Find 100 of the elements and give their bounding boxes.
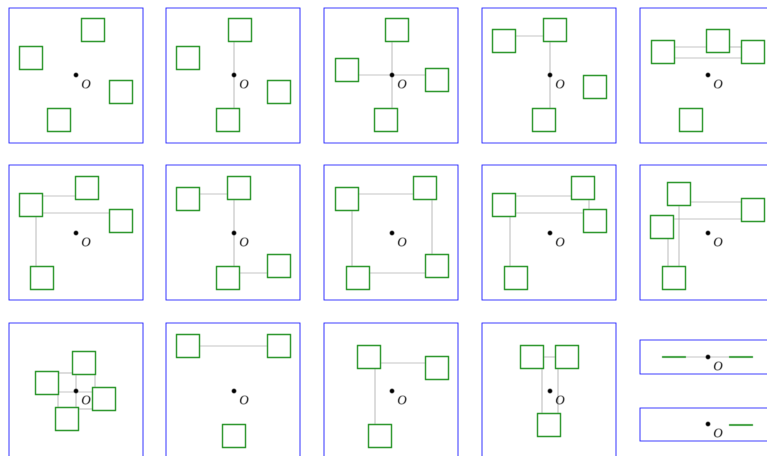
connector-line xyxy=(58,372,72,374)
connector-line xyxy=(240,272,268,274)
connector-line xyxy=(678,206,680,266)
connector-line xyxy=(730,46,742,48)
square-box xyxy=(492,28,516,54)
square-box xyxy=(740,198,766,222)
square-box xyxy=(424,68,450,92)
panel-frame xyxy=(640,164,767,300)
square-box xyxy=(706,28,730,54)
square-box xyxy=(536,412,562,438)
origin-point: O xyxy=(232,230,248,246)
panel-frame xyxy=(166,164,300,300)
square-box xyxy=(356,344,382,370)
node-label: O xyxy=(398,238,406,246)
square-box xyxy=(662,266,686,290)
node-label: O xyxy=(82,80,90,88)
origin-point: O xyxy=(232,388,248,404)
origin-point: O xyxy=(548,230,564,246)
panel-frame xyxy=(640,408,767,442)
connector-line xyxy=(686,356,730,358)
panel-frame xyxy=(640,340,767,374)
square-box xyxy=(650,214,674,240)
square-box xyxy=(582,74,608,100)
panel-frame xyxy=(640,8,767,144)
node-label: O xyxy=(556,80,564,88)
origin-point: O xyxy=(74,230,90,246)
node-label: O xyxy=(398,396,406,404)
connector-line xyxy=(358,74,426,76)
square-box xyxy=(666,182,692,206)
square-box xyxy=(176,46,200,70)
square-box xyxy=(374,108,398,132)
connector-line xyxy=(374,368,376,424)
square-box xyxy=(504,266,528,290)
origin-point: O xyxy=(548,388,564,404)
panel-frame xyxy=(482,322,616,456)
square-box xyxy=(108,80,134,104)
square-box xyxy=(108,208,134,234)
connector-line xyxy=(588,200,590,210)
square-box xyxy=(532,108,556,132)
square-box xyxy=(80,18,106,42)
square-box xyxy=(266,334,292,358)
origin-point: O xyxy=(390,388,406,404)
square-box xyxy=(176,186,200,212)
panel-frame xyxy=(324,322,458,456)
node-label: O xyxy=(714,80,722,88)
panel-frame xyxy=(166,322,300,456)
node-label: O xyxy=(398,80,406,88)
square-box xyxy=(46,108,72,132)
node-label: O xyxy=(714,238,722,246)
square-box xyxy=(424,254,450,278)
panel-frame xyxy=(324,8,458,144)
node-label: O xyxy=(240,238,248,246)
origin-point: O xyxy=(390,72,406,88)
square-box xyxy=(740,40,766,64)
square-box xyxy=(346,266,370,290)
origin-point: O xyxy=(706,422,722,438)
line-segment xyxy=(662,356,686,358)
origin-point: O xyxy=(232,72,248,88)
node-label: O xyxy=(714,362,722,370)
node-label: O xyxy=(556,238,564,246)
square-box xyxy=(384,18,410,42)
square-box xyxy=(334,58,360,82)
square-box xyxy=(176,334,200,358)
node-label: O xyxy=(240,80,248,88)
square-box xyxy=(34,370,60,396)
square-box xyxy=(74,176,100,200)
square-box xyxy=(72,350,96,376)
square-box xyxy=(424,356,450,380)
panel-frame xyxy=(8,8,144,144)
connector-line xyxy=(78,408,92,410)
square-box xyxy=(92,386,116,412)
square-box xyxy=(542,18,568,42)
origin-point: O xyxy=(548,72,564,88)
connector-line xyxy=(674,46,706,48)
connector-line xyxy=(674,218,742,220)
origin-point: O xyxy=(74,388,90,404)
origin-point: O xyxy=(706,230,722,246)
connector-line xyxy=(94,374,96,388)
panel-frame xyxy=(8,164,144,300)
line-segment xyxy=(729,424,753,426)
origin-point: O xyxy=(706,354,722,370)
square-box xyxy=(216,266,240,290)
panel-frame xyxy=(166,8,300,144)
node-label: O xyxy=(240,396,248,404)
panel-frame xyxy=(8,322,144,456)
connector-line xyxy=(544,356,556,358)
square-box xyxy=(492,192,516,218)
square-box xyxy=(334,186,360,212)
connector-line xyxy=(42,212,110,214)
square-box xyxy=(18,46,44,70)
square-box xyxy=(266,80,292,104)
square-box xyxy=(412,176,438,200)
square-box xyxy=(228,18,252,42)
square-box xyxy=(54,406,80,432)
origin-point: O xyxy=(74,72,90,88)
origin-point: O xyxy=(390,230,406,246)
square-box xyxy=(520,344,544,370)
connector-line xyxy=(370,272,426,274)
node-label: O xyxy=(714,428,722,438)
origin-point: O xyxy=(706,72,722,88)
